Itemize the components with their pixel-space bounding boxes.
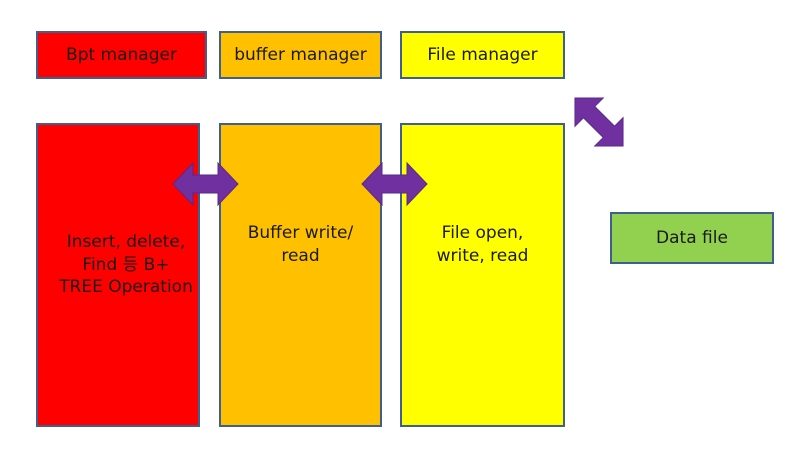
file-manager-label: File manager (400, 31, 565, 79)
file-datafile-double-arrow (574, 97, 624, 147)
buffer-manager-label-text: buffer manager (234, 44, 367, 65)
file-operations-text: File open, write, read (436, 223, 529, 266)
buffer-manager-label: buffer manager (219, 31, 382, 79)
buffer-manager-box: Buffer write/ read (219, 123, 382, 427)
bpt-manager-box: Insert, delete, Find 등 B+ TREE Operation (36, 123, 200, 427)
data-file-box: Data file (610, 212, 774, 264)
file-manager-label-text: File manager (427, 44, 538, 65)
buffer-operations-text: Buffer write/ read (247, 223, 354, 266)
bpt-manager-label: Bpt manager (36, 31, 207, 79)
file-manager-box: File open, write, read (400, 123, 565, 427)
bpt-manager-label-text: Bpt manager (66, 44, 177, 65)
bpt-operations-text: Insert, delete, Find 등 B+ TREE Operation (59, 231, 193, 298)
data-file-text: Data file (656, 227, 728, 248)
